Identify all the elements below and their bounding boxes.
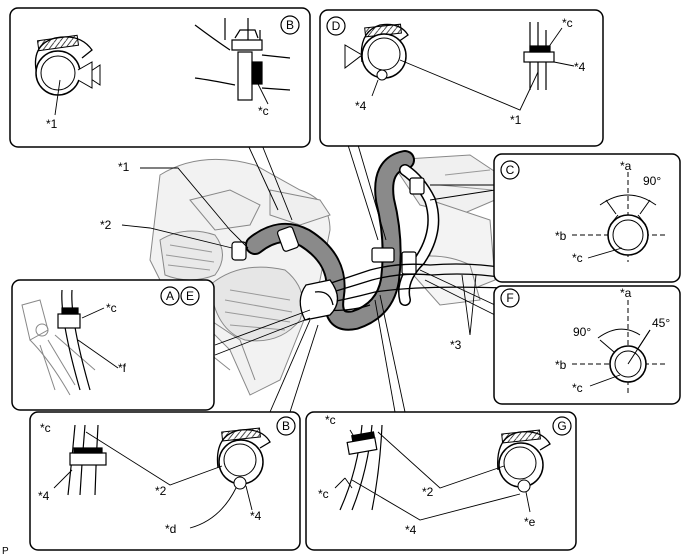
br-label-2: *2: [422, 485, 434, 499]
tl-label-c: *c: [258, 104, 269, 118]
f-label-b: *b: [555, 358, 567, 372]
hose-clamp-icon: [344, 23, 409, 81]
tm-label-c: *c: [562, 16, 573, 30]
bl-label-4a: *4: [38, 489, 50, 503]
clamp-side-view: [57, 289, 91, 391]
bl-label-4b: *4: [250, 509, 262, 523]
f-label-45: 45°: [652, 316, 670, 330]
clamp-side-view: [194, 18, 291, 101]
callout-lines: [121, 144, 496, 413]
ae-badge-a: A: [166, 289, 174, 303]
f-badge: F: [506, 291, 513, 305]
br-label-c2: *c: [318, 487, 329, 501]
panel-right-f: F *a 45° 90° *b *c: [493, 285, 681, 405]
ae-label-f: *f: [118, 361, 127, 375]
tl-badge: B: [286, 18, 294, 32]
bl-label-c: *c: [40, 421, 51, 435]
c-label-b: *b: [555, 229, 567, 243]
tm-label-4a: *4: [355, 99, 367, 113]
bl-label-2: *2: [155, 484, 167, 498]
c-label-90: 90°: [643, 174, 661, 188]
panel-bottom-left: B *c *4 *2 *d *4: [29, 411, 301, 551]
hose-clamp-icon: [216, 427, 271, 490]
tm-label-4b: *4: [574, 60, 586, 74]
br-label-e: *e: [524, 515, 536, 529]
tm-badge: D: [332, 19, 341, 33]
main-hose-clamps: [231, 177, 425, 275]
hose-clamp-icon: [497, 429, 551, 493]
panel-left-ae: A E *c *f: [11, 279, 215, 411]
c-label-c: *c: [572, 251, 583, 265]
bl-badge: B: [282, 419, 290, 433]
clamp-side-view: [67, 424, 107, 496]
engine-bay-illustration: [149, 154, 501, 396]
tl-label-1: *1: [46, 117, 58, 131]
panel-bottom-right: G *c *c *2 *4 *e: [305, 411, 577, 551]
clamp-side-view: [339, 424, 383, 511]
ae-label-c: *c: [106, 301, 117, 315]
br-badge: G: [557, 419, 566, 433]
ae-badge-e: E: [186, 289, 194, 303]
f-label-90: 90°: [573, 325, 591, 339]
tm-label-1: *1: [510, 113, 522, 127]
hose-clamp-icon: [34, 34, 101, 96]
clamp-side-view: [523, 22, 555, 90]
c-label-a: *a: [620, 159, 632, 173]
figure-code: P: [2, 546, 9, 557]
component-sketch: [21, 299, 96, 396]
bl-label-d: *d: [165, 522, 176, 536]
f-label-a: *a: [620, 286, 632, 300]
br-label-4: *4: [405, 523, 417, 537]
c-badge: C: [506, 163, 515, 177]
f-label-c: *c: [572, 381, 583, 395]
main-label-2: *2: [100, 218, 112, 232]
main-label-1: *1: [118, 160, 130, 174]
panel-top-mid: D *4 *c *4 *1: [319, 9, 604, 147]
panel-top-left: *1 *c B: [9, 7, 311, 148]
panel-right-c: C *a 90° *b *c: [493, 153, 681, 283]
br-label-c1: *c: [325, 413, 336, 427]
main-label-3: *3: [450, 338, 462, 352]
